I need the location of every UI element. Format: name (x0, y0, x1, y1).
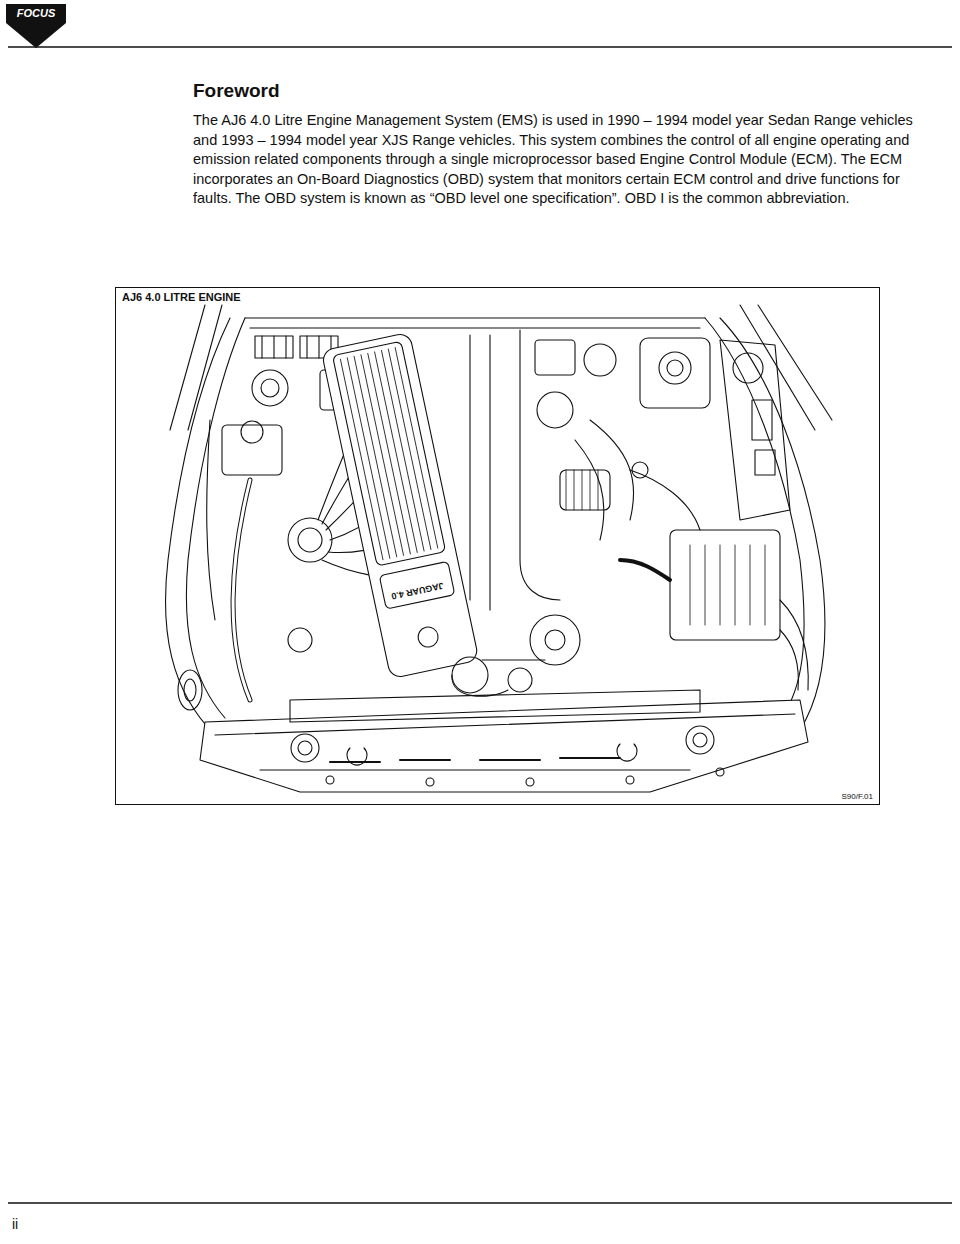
bolt (326, 776, 334, 784)
hose (575, 420, 634, 540)
logo-text: FOCUS (6, 7, 66, 19)
pipe (630, 470, 700, 530)
page-number: ii (12, 1216, 18, 1232)
reservoir (252, 370, 288, 406)
hose (233, 480, 250, 700)
pipe (207, 420, 215, 620)
bolt (526, 778, 534, 786)
bolt (716, 768, 724, 776)
bolt-boss (693, 733, 707, 747)
cross-member (200, 700, 808, 792)
washer-neck (184, 679, 196, 701)
alternator (530, 615, 580, 665)
distributor-cap (298, 528, 322, 552)
cross-member-edge (215, 714, 795, 770)
intake-pipe (470, 330, 560, 610)
distributor (288, 518, 332, 562)
bulkhead (245, 318, 705, 328)
washer-cap (733, 353, 763, 383)
bolt-boss (291, 734, 319, 762)
hose (233, 480, 250, 700)
belt (452, 660, 545, 696)
logo-chevron (6, 4, 66, 48)
oil-filler (416, 625, 440, 649)
cam-cover (321, 332, 479, 678)
panel (755, 450, 775, 475)
intake-duct (780, 600, 808, 690)
figure-frame: AJ6 4.0 LITRE ENGINE S90/F.01 (115, 287, 880, 805)
throttle-body (535, 340, 575, 375)
valve (537, 392, 573, 428)
sensor (584, 344, 616, 376)
figure-code: S90/F.01 (841, 792, 873, 801)
page-title: Foreword (193, 80, 280, 102)
filter-rib (690, 545, 765, 625)
washer-reservoir (720, 340, 790, 520)
panel (752, 400, 772, 440)
fitting (632, 462, 648, 478)
cam-cover-fins (332, 341, 445, 566)
slot (330, 758, 620, 762)
wing-outline (720, 318, 825, 730)
bellows (560, 470, 610, 510)
fin (340, 348, 437, 560)
brake-cap (241, 421, 263, 443)
washer-neck (178, 670, 202, 710)
tank-cap (659, 352, 691, 384)
bolt-boss (298, 741, 312, 755)
foreword-text: The AJ6 4.0 Litre Engine Management Syst… (193, 111, 921, 209)
pulley (452, 657, 488, 693)
focus-logo: FOCUS (6, 4, 72, 48)
brake-reservoir (222, 425, 282, 475)
wing-outline (705, 318, 804, 712)
reservoir-cap (261, 379, 279, 397)
relay (262, 336, 331, 358)
air-filter (670, 530, 780, 640)
hook (347, 744, 637, 765)
bolt (426, 778, 434, 786)
hinge-line (740, 305, 832, 430)
bolt-boss (686, 726, 714, 754)
bolt (626, 776, 634, 784)
bottom-rule (8, 1202, 952, 1204)
pulley (508, 668, 532, 692)
bellows-rib (566, 470, 598, 510)
alternator-pulley (545, 630, 565, 650)
radiator-cap (288, 628, 312, 652)
expansion-tank (640, 338, 710, 408)
top-rule (8, 46, 952, 48)
figure-heading: AJ6 4.0 LITRE ENGINE (122, 291, 241, 303)
hose (620, 560, 670, 580)
tank-cap (667, 360, 683, 376)
badge-plate (379, 561, 455, 609)
